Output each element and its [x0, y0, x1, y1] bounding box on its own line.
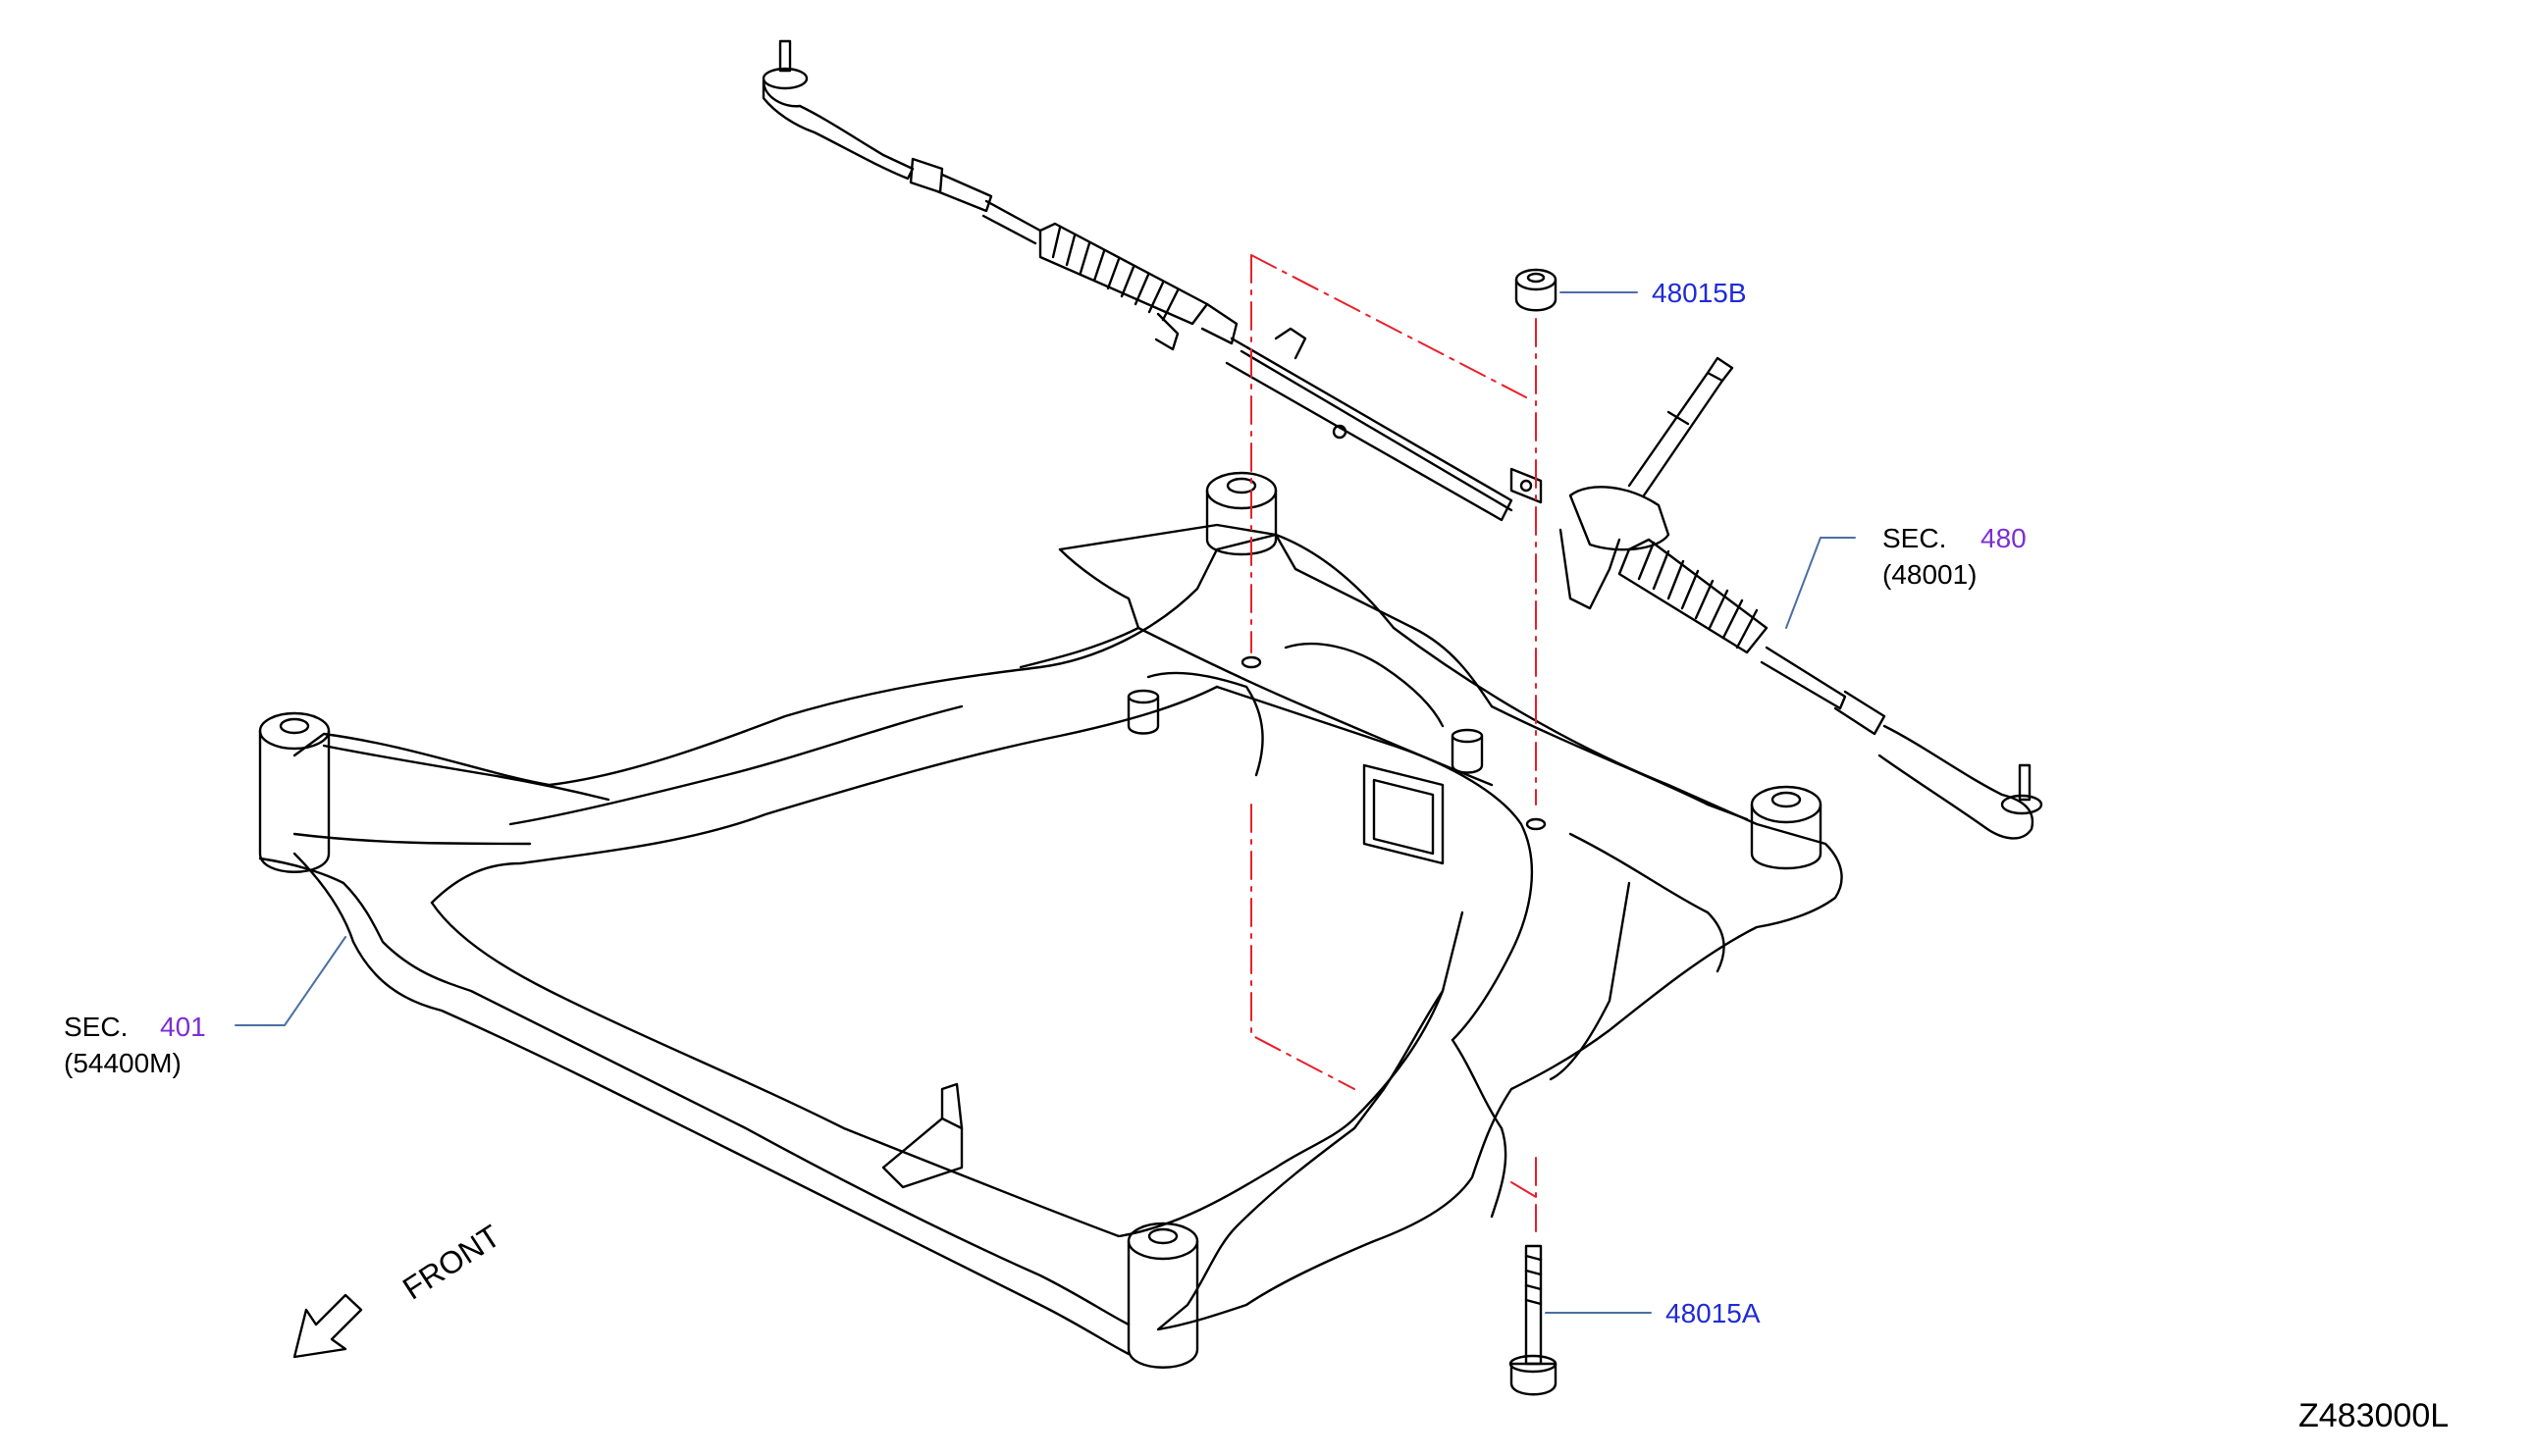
leader-sec-480: [1785, 537, 1856, 629]
crossmember[interactable]: [258, 471, 1843, 1369]
callout-sec-401-code: (54400M): [64, 1048, 182, 1078]
leader-lines: [235, 291, 1856, 1314]
bushing-rear-left: [1205, 471, 1278, 556]
front-arrow-icon: [292, 1293, 363, 1359]
callout-48015b[interactable]: 48015B: [1652, 278, 1747, 308]
callout-sec-480-number[interactable]: 480: [1980, 523, 2027, 553]
bushing-front-left: [258, 711, 331, 873]
center-lines: [1250, 254, 1537, 1232]
steering-gear-assembly[interactable]: [762, 39, 2043, 840]
nut-48015b[interactable]: [1514, 268, 1557, 312]
diagram-code: Z483000L: [2298, 1397, 2450, 1434]
bushing-front-right: [1127, 1222, 1199, 1369]
leader-sec-401: [235, 936, 346, 1026]
callout-sec-401-prefix: SEC.: [64, 1012, 129, 1042]
callout-sec-480-code: (48001): [1882, 559, 1978, 590]
callout-sec-401-number[interactable]: 401: [160, 1012, 206, 1042]
bolt-48015a[interactable]: [1508, 1244, 1557, 1396]
callout-48015a[interactable]: 48015A: [1665, 1298, 1761, 1328]
callout-sec-480-prefix: SEC.: [1882, 523, 1947, 553]
bushing-rear-right: [1750, 785, 1822, 870]
